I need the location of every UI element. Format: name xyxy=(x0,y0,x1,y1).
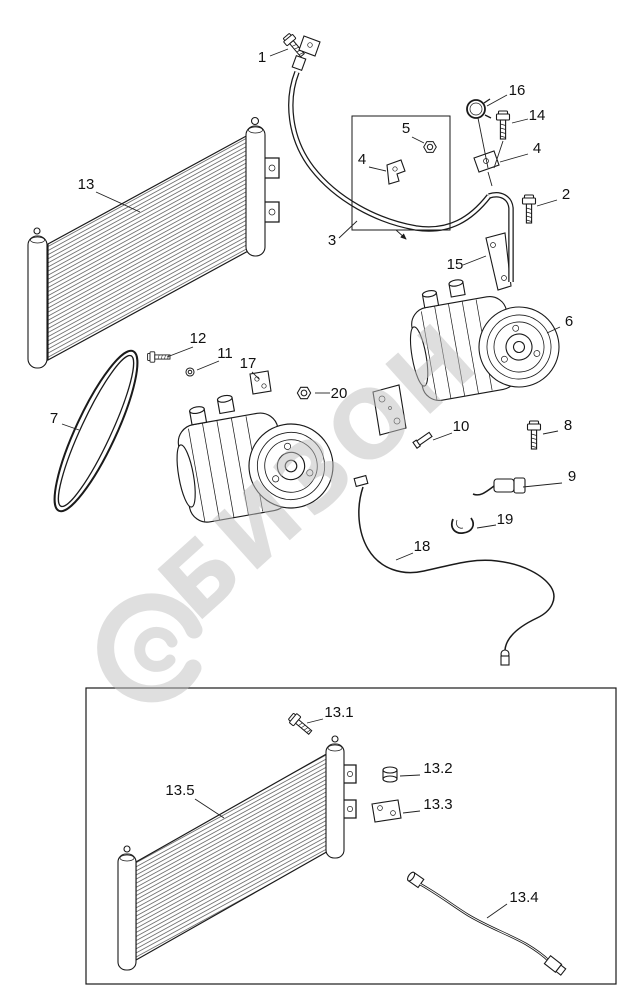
detail-inset-4-5 xyxy=(351,115,451,240)
callout-13: 13 xyxy=(78,176,141,213)
callout-1-label: 1 xyxy=(258,49,266,66)
callout-15: 15 xyxy=(447,255,487,273)
callout-14-label: 14 xyxy=(529,107,546,124)
clamp-16 xyxy=(466,98,492,119)
callout-13-label: 13 xyxy=(78,176,95,193)
callout-11-label: 11 xyxy=(217,345,233,362)
discharge-pipe xyxy=(488,192,514,282)
bolt-12 xyxy=(147,351,171,363)
callout-6-label: 6 xyxy=(565,313,573,330)
wiring-harness-18 xyxy=(353,474,555,666)
condenser-bracket-upper xyxy=(265,157,280,179)
callout-18-label: 18 xyxy=(414,538,431,555)
callout-6: 6 xyxy=(546,313,573,334)
callout-13-2: 13.2 xyxy=(399,760,453,777)
callout-16-label: 16 xyxy=(509,82,526,99)
callout-17: 17 xyxy=(240,355,260,380)
callout-4b-label: 4 xyxy=(533,140,541,157)
bolt-2 xyxy=(521,194,537,224)
mount-plate xyxy=(372,384,407,436)
bracket-4-inset xyxy=(386,159,406,185)
callout-15-label: 15 xyxy=(447,256,464,273)
bolt-8 xyxy=(526,420,542,450)
nut-20 xyxy=(296,386,312,400)
callout-11: 11 xyxy=(196,345,233,371)
pressure-sensor-9 xyxy=(472,477,526,496)
bolt-1 xyxy=(281,31,321,60)
callout-2-label: 2 xyxy=(562,186,570,203)
condenser-assembly xyxy=(27,116,280,369)
callout-13-3: 13.3 xyxy=(402,796,453,814)
grommet-13-2 xyxy=(382,766,398,783)
callout-5-label: 5 xyxy=(402,120,410,137)
washer-11 xyxy=(185,367,195,377)
callout-20: 20 xyxy=(315,385,347,402)
callout-2: 2 xyxy=(536,186,570,207)
callout-4b: 4 xyxy=(499,140,541,163)
watermark: БИЗОН xyxy=(97,302,499,703)
callout-14: 14 xyxy=(511,107,546,124)
stud-10 xyxy=(412,431,433,449)
callout-13-4-label: 13.4 xyxy=(509,889,538,906)
clip-19 xyxy=(451,517,474,534)
pipe-bracket-15 xyxy=(485,232,512,291)
callout-13-1-label: 13.1 xyxy=(324,704,353,721)
callout-18: 18 xyxy=(395,538,431,561)
callout-5: 5 xyxy=(402,120,425,144)
callout-13-4: 13.4 xyxy=(486,889,539,919)
callout-4a-label: 4 xyxy=(358,151,366,168)
callout-1: 1 xyxy=(258,48,289,66)
callout-13-3-label: 13.3 xyxy=(423,796,452,813)
bolt-14 xyxy=(495,110,511,140)
bracket-17 xyxy=(249,370,272,395)
callout-4a: 4 xyxy=(358,151,387,172)
watermark-logo-outer xyxy=(97,593,203,703)
bracket-13-3 xyxy=(371,799,402,823)
callout-8: 8 xyxy=(542,417,572,435)
callout-8-label: 8 xyxy=(564,417,572,434)
drive-belt xyxy=(53,349,139,513)
callout-7-label: 7 xyxy=(50,410,58,427)
callout-10-label: 10 xyxy=(453,418,470,435)
condenser-bracket-lower xyxy=(265,201,280,223)
nut-5 xyxy=(423,141,437,153)
callout-13-2-label: 13.2 xyxy=(423,760,452,777)
callout-13-5-label: 13.5 xyxy=(165,782,194,799)
callout-9-label: 9 xyxy=(568,468,576,485)
bolt-13-1 xyxy=(286,711,315,738)
callout-3: 3 xyxy=(328,220,358,249)
callout-10: 10 xyxy=(432,418,470,441)
callout-12-label: 12 xyxy=(190,330,207,347)
detail-inset-panel xyxy=(85,687,617,985)
callout-3-label: 3 xyxy=(328,232,336,249)
callout-16: 16 xyxy=(486,82,526,107)
callout-9: 9 xyxy=(522,468,576,488)
callout-20-label: 20 xyxy=(331,385,348,402)
hose-13-4 xyxy=(407,871,567,976)
callout-12: 12 xyxy=(166,330,207,358)
ac-hose xyxy=(288,54,492,232)
callout-17-label: 17 xyxy=(240,355,257,372)
callout-19-label: 19 xyxy=(497,511,514,528)
callout-13-5: 13.5 xyxy=(165,782,225,819)
callout-19: 19 xyxy=(476,511,514,529)
callout-7: 7 xyxy=(50,410,80,431)
condenser-13-5 xyxy=(117,735,357,971)
callouts: 1 16 14 4 2 5 4 3 15 6 13 12 11 17 20 10… xyxy=(50,48,576,919)
callout-13-1: 13.1 xyxy=(306,704,354,724)
watermark-logo-inner xyxy=(134,626,178,672)
